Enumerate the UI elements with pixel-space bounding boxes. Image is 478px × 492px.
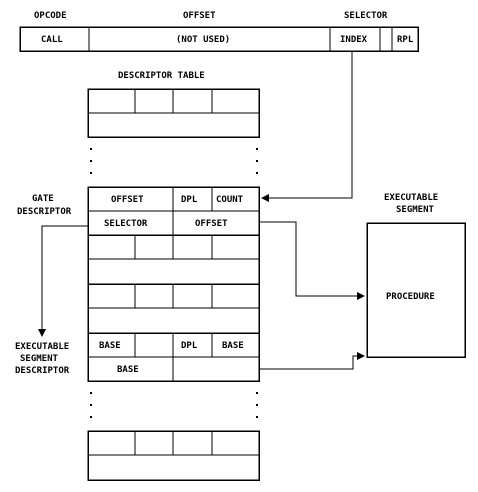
exec-segment-label-line1: EXECUTABLE: [384, 193, 438, 203]
exec-base-field: BASE: [99, 341, 121, 351]
exec-segment-box: [366, 222, 466, 358]
index-field: INDEX: [340, 35, 368, 45]
descriptor-table-title: DESCRIPTOR TABLE: [118, 71, 205, 81]
selector-header: SELECTOR: [344, 11, 388, 21]
exec-segment-label-line2: SEGMENT: [396, 205, 435, 215]
gate-count-field: COUNT: [216, 195, 244, 205]
instruction-bar: [19, 26, 419, 52]
base-to-segment-arrow: [259, 352, 365, 370]
procedure-label: PROCEDURE: [386, 292, 435, 302]
not-used-field: (NOT USED): [176, 35, 230, 45]
exec-desc-label-line3: DESCRIPTOR: [15, 366, 70, 376]
gate-selector-field: SELECTOR: [104, 219, 148, 229]
exec-base2-field: BASE: [222, 341, 244, 351]
gate-dpl-field: DPL: [181, 195, 198, 205]
gate-offset-field: OFFSET: [111, 195, 144, 205]
descriptor-entry-bottom: [87, 430, 260, 481]
descriptor-table-main: [87, 186, 260, 382]
index-to-gate-arrow: [261, 51, 353, 202]
ellipsis-dots-lower: [90, 392, 258, 418]
offset-to-procedure-arrow: [259, 221, 365, 300]
gate-label-line2: DESCRIPTOR: [17, 207, 72, 217]
gate-offset2-field: OFFSET: [195, 219, 228, 229]
offset-header: OFFSET: [183, 11, 216, 21]
exec-dpl-field: DPL: [181, 341, 198, 351]
exec-desc-label-line1: EXECUTABLE: [15, 342, 69, 352]
instruction-outline: [19, 26, 419, 52]
exec-base3-field: BASE: [117, 365, 139, 375]
descriptor-entry-top: [87, 88, 260, 138]
gate-label-line1: GATE: [32, 194, 54, 204]
exec-desc-label-line2: SEGMENT: [20, 354, 59, 364]
ellipsis-dots-upper: [90, 148, 258, 174]
gate-to-descriptor-arrow: [38, 225, 88, 337]
rpl-field: RPL: [397, 35, 414, 45]
opcode-header: OPCODE: [34, 11, 67, 21]
call-field: CALL: [41, 35, 63, 45]
